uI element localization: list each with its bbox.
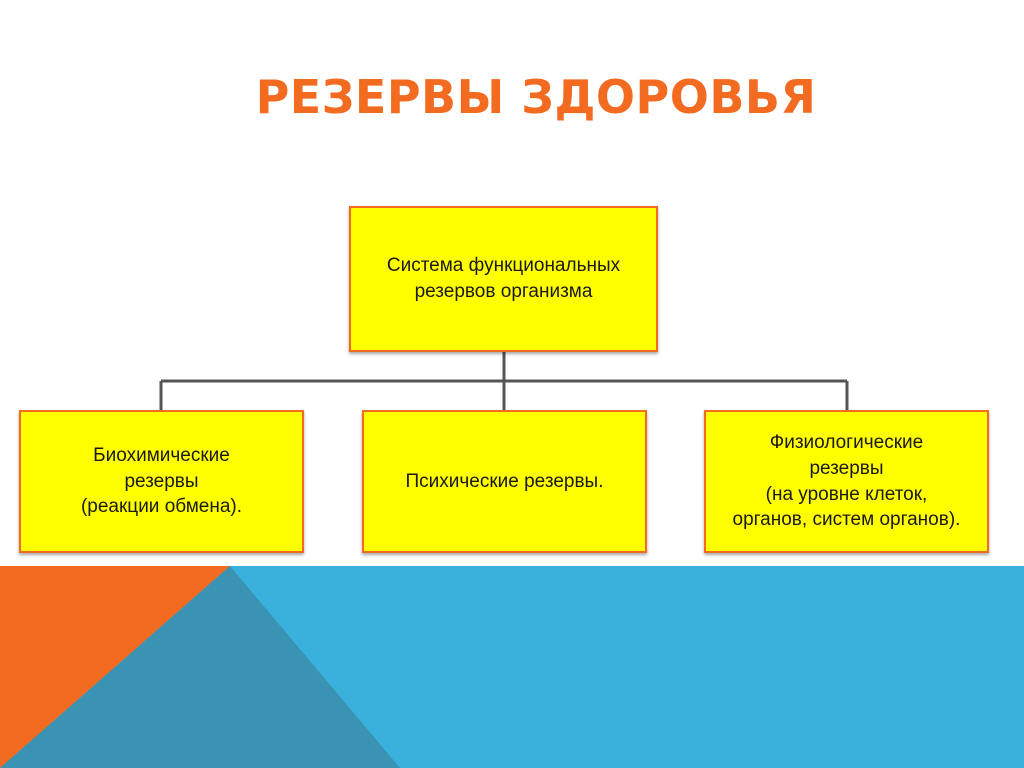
- root-box-functional-reserves: Система функциональных резервов организм…: [349, 206, 658, 352]
- dark-blue-triangle: [0, 566, 400, 768]
- slide-title: РЕЗЕРВЫ ЗДОРОВЬЯ: [255, 70, 817, 124]
- child-box-physiological-reserves: Физиологические резервы (на уровне клето…: [704, 410, 989, 553]
- child-box-biochemical-reserves: Биохимические резервы (реакции обмена).: [19, 410, 304, 553]
- child-box-psychic-reserves: Психические резервы.: [362, 410, 647, 553]
